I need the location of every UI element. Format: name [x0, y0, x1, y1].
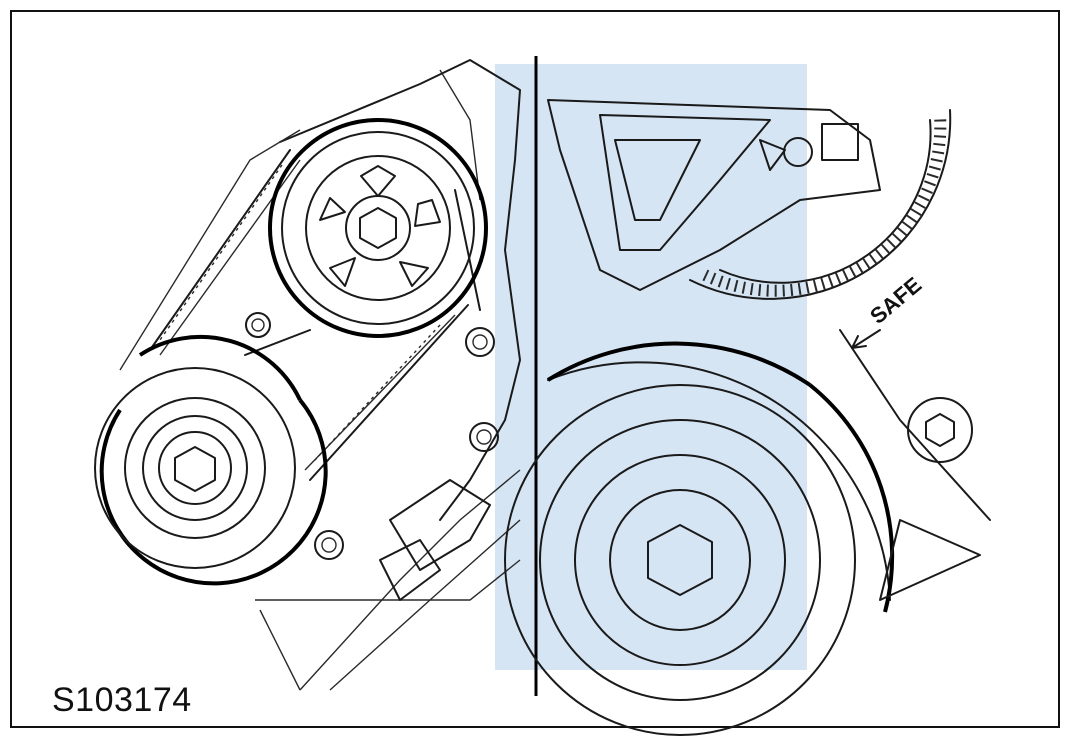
gear-segment	[689, 109, 952, 300]
figure-frame	[10, 10, 1060, 728]
timing-belt	[149, 149, 481, 481]
watermark-block	[495, 64, 807, 670]
figure-id: S103174	[52, 681, 192, 719]
right-panel: SAFE	[504, 99, 991, 736]
tensioner-arm	[547, 99, 881, 291]
upper-pulley	[268, 118, 488, 338]
safe-label: SAFE	[865, 272, 926, 329]
crank-pulley	[94, 334, 328, 586]
housing-bolt	[907, 397, 973, 463]
left-panel	[94, 59, 521, 691]
bolt-heads	[245, 312, 499, 560]
safe-arrow-icon	[851, 329, 881, 349]
housing-pulley	[504, 341, 895, 736]
